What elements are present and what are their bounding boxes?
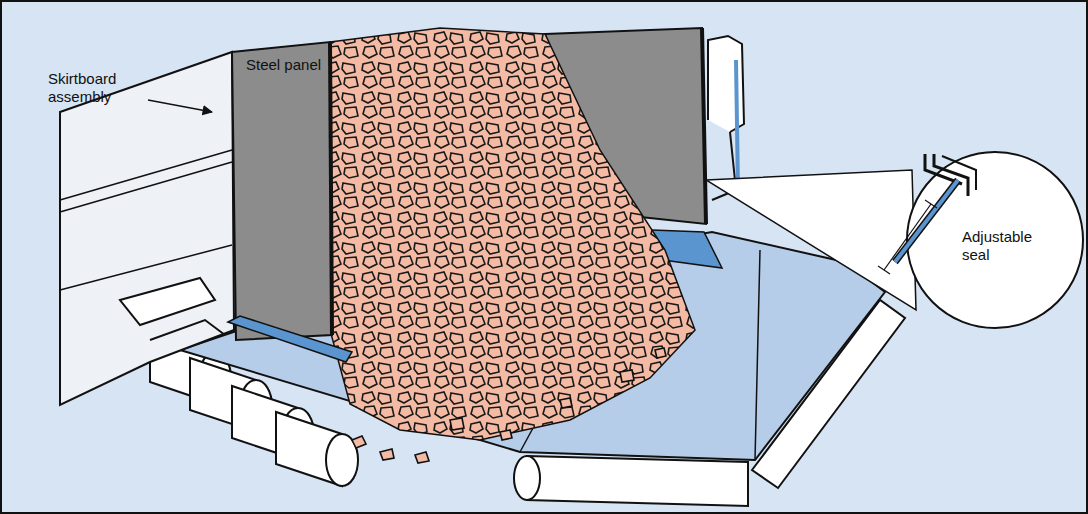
frame-line	[60, 150, 232, 200]
bulk-material	[330, 28, 695, 463]
dimension-line	[884, 204, 931, 270]
clamp	[150, 320, 225, 340]
dimension-tick	[878, 266, 890, 274]
frame-line	[60, 245, 232, 290]
detail-callout	[706, 152, 1083, 328]
callout-circle	[907, 152, 1083, 328]
part-label: Adjustable seal	[962, 228, 1046, 264]
dimension-tick	[925, 200, 937, 208]
seal-strip	[895, 180, 958, 262]
part-label: Skirtboard assembly	[48, 70, 144, 106]
clamp	[120, 278, 215, 325]
roller-end	[514, 456, 540, 500]
steel-panel-shape	[232, 42, 332, 340]
material-pile	[330, 28, 695, 440]
roller-body	[527, 456, 748, 506]
callout-wedge	[706, 170, 916, 310]
belt-fold	[755, 250, 760, 460]
part-label: Steel panel	[246, 56, 356, 74]
seal-outline	[895, 180, 958, 262]
spilled-rocks	[352, 348, 666, 463]
left-steel-panel	[228, 42, 352, 362]
panel-edge	[330, 42, 332, 335]
seal-strip	[736, 60, 738, 190]
panel-edge	[702, 28, 706, 224]
left-seal	[228, 316, 352, 362]
clamp-profile	[942, 156, 976, 190]
leader-arrow	[148, 100, 212, 112]
frame-line	[60, 162, 232, 212]
